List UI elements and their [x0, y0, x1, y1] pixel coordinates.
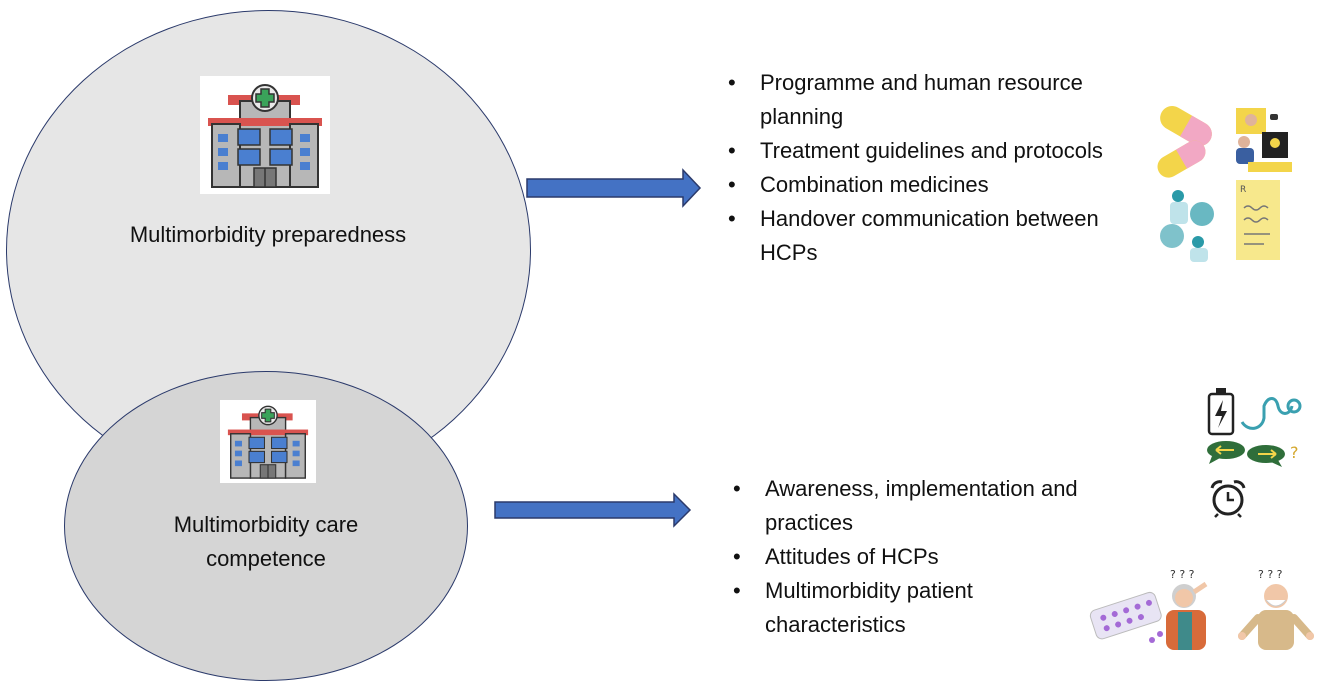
pills-icon — [1157, 106, 1212, 178]
arrow-right-icon — [494, 492, 692, 528]
hospital-icon — [220, 400, 316, 483]
svg-text:? ? ?: ? ? ? — [1258, 568, 1283, 581]
telehealth-icon — [1236, 108, 1292, 172]
competence-label: Multimorbidity care competence — [173, 512, 359, 571]
list-item: Awareness, implementation and practices — [733, 472, 1093, 540]
hospital-icon — [200, 76, 330, 194]
preparedness-label: Multimorbidity preparedness — [129, 222, 407, 247]
battery-icon — [1207, 388, 1235, 436]
confused-elderly-woman-icon: ? ? ? — [1166, 568, 1208, 650]
arrow-right-icon — [526, 168, 702, 208]
svg-text:? ? ?: ? ? ? — [1170, 568, 1195, 581]
doctors-icon — [1160, 190, 1214, 262]
alarm-clock-icon — [1210, 480, 1246, 518]
pill-blister-icon — [1089, 591, 1163, 643]
speech-bubbles-icon: ? — [1207, 441, 1299, 467]
list-item: Programme and human resource planning — [728, 66, 1148, 134]
svg-text:?: ? — [1290, 443, 1299, 462]
prescription-icon: R — [1236, 180, 1280, 260]
confused-elderly-man-icon: ? ? ? — [1238, 568, 1314, 650]
list-item: Multimorbidity patient characteristics — [733, 574, 1093, 642]
preparedness-list: Programme and human resource planning Tr… — [728, 66, 1148, 270]
list-item: Combination medicines — [728, 168, 1148, 202]
list-item: Treatment guidelines and protocols — [728, 134, 1148, 168]
svg-text:R: R — [1240, 185, 1246, 195]
stethoscope-icon — [1240, 397, 1302, 430]
list-item: Handover communication between HCPs — [728, 202, 1148, 270]
list-item: Attitudes of HCPs — [733, 540, 1093, 574]
competence-list: Awareness, implementation and practices … — [733, 472, 1093, 642]
